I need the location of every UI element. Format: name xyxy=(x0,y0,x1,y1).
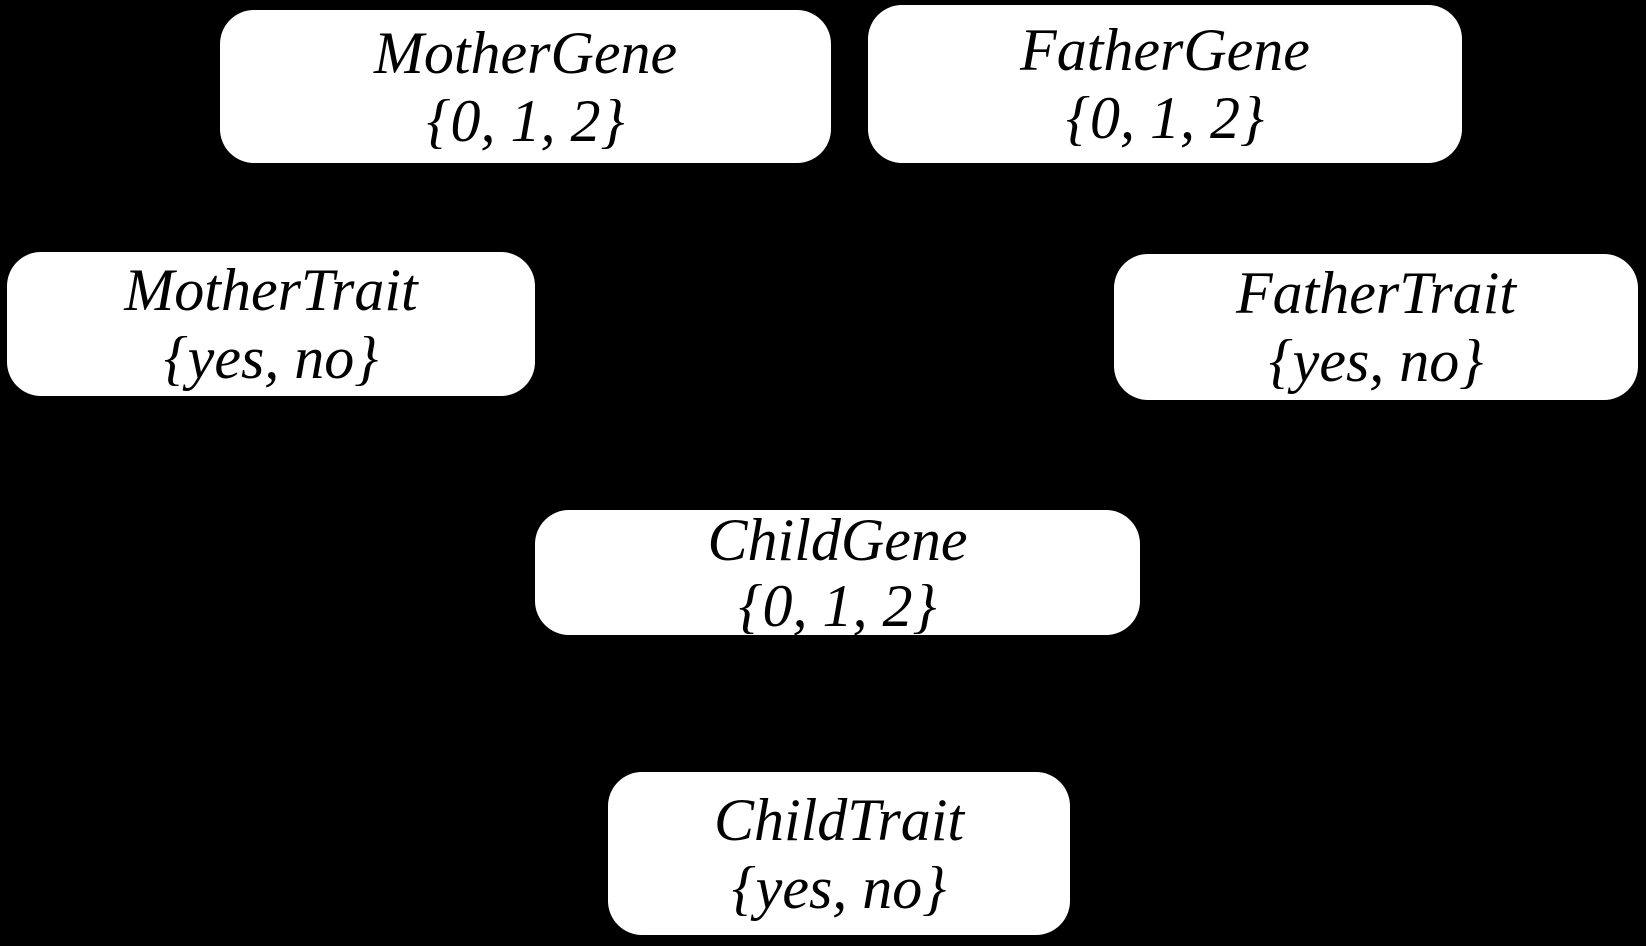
node-father-gene[interactable]: FatherGene {0, 1, 2} xyxy=(868,5,1462,163)
node-father-gene-label: FatherGene xyxy=(1020,17,1310,83)
node-child-gene[interactable]: ChildGene {0, 1, 2} xyxy=(535,506,1140,639)
node-child-trait-domain: {yes, no} xyxy=(731,854,947,921)
node-child-gene-domain: {0, 1, 2} xyxy=(738,572,937,639)
node-child-trait-label: ChildTrait xyxy=(713,786,965,853)
node-child-trait[interactable]: ChildTrait {yes, no} xyxy=(608,772,1070,935)
node-mother-gene-label: MotherGene xyxy=(373,19,678,86)
node-mother-trait-domain: {yes, no} xyxy=(163,325,379,391)
node-child-gene-label: ChildGene xyxy=(707,506,968,573)
node-father-gene-domain: {0, 1, 2} xyxy=(1066,85,1264,151)
node-father-trait-domain: {yes, no} xyxy=(1268,328,1484,394)
node-father-trait-label: FatherTrait xyxy=(1235,260,1517,326)
node-mother-trait-label: MotherTrait xyxy=(124,257,418,323)
node-mother-gene-domain: {0, 1, 2} xyxy=(426,87,625,154)
node-father-trait[interactable]: FatherTrait {yes, no} xyxy=(1114,254,1638,400)
node-mother-gene[interactable]: MotherGene {0, 1, 2} xyxy=(220,10,831,163)
node-mother-trait[interactable]: MotherTrait {yes, no} xyxy=(7,252,535,396)
